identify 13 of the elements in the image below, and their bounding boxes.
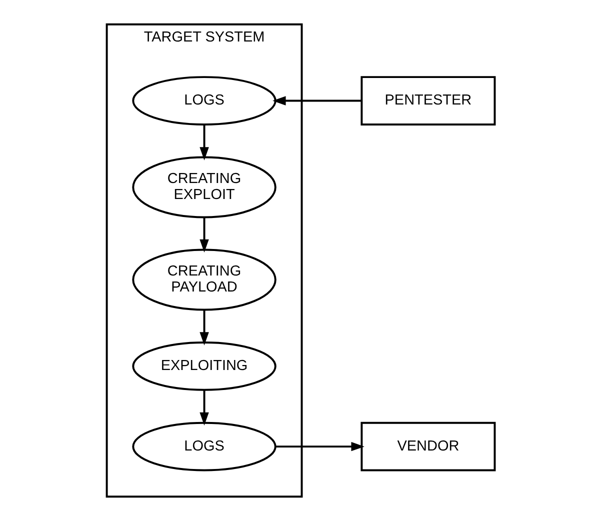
arrow [200, 124, 209, 160]
node-ellipse: CREATING PAYLOAD [132, 248, 276, 311]
node-ellipse: CREATING EXPLOIT [132, 156, 276, 218]
arrow [276, 442, 364, 452]
node-box: VENDOR [360, 422, 496, 472]
arrow [200, 310, 209, 346]
arrow [200, 217, 209, 253]
node-ellipse: EXPLOITING [132, 342, 276, 391]
node-ellipse: LOGS [132, 76, 276, 126]
arrow [272, 96, 362, 106]
node-box: PENTESTER [360, 76, 496, 126]
arrow [200, 390, 209, 426]
node-ellipse: LOGS [132, 422, 276, 472]
